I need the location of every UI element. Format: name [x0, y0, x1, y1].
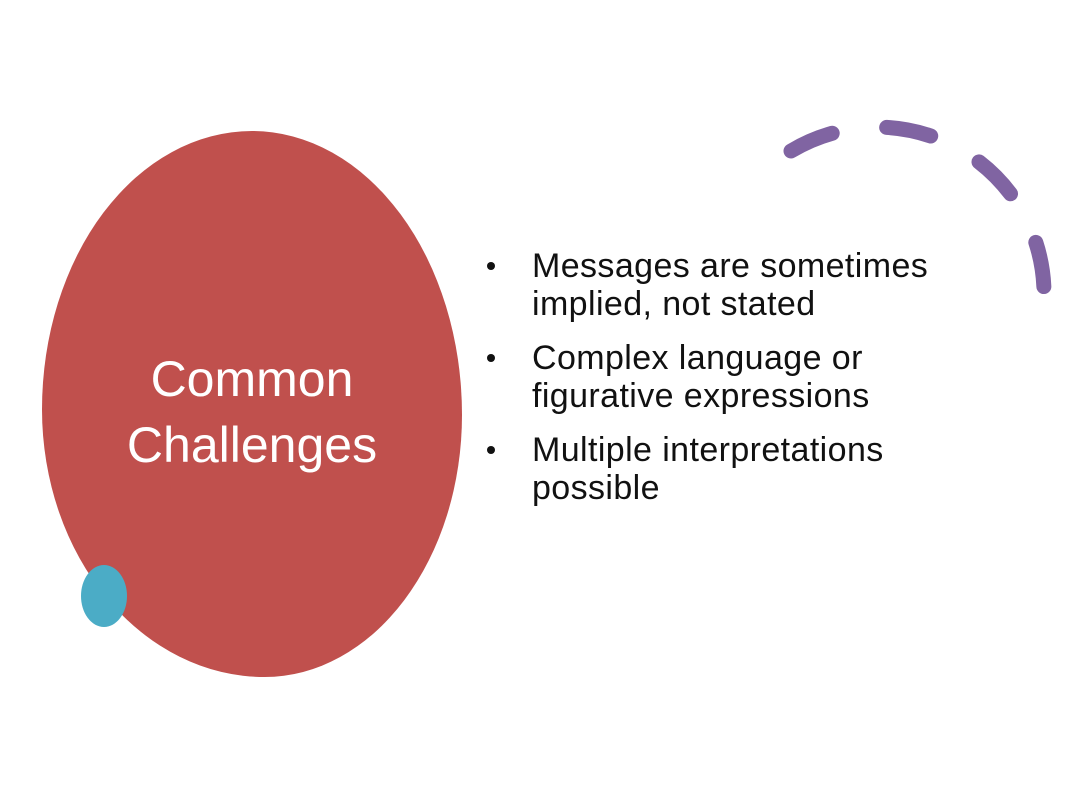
bullet-item-1: Messages are sometimes implied, not stat… — [487, 247, 957, 323]
bullet-text-2: Complex language or figurative expressio… — [532, 339, 870, 415]
bullet-dot-icon — [487, 446, 495, 454]
bullet-dot-icon — [487, 354, 495, 362]
bullet-3-line-2: possible — [532, 469, 660, 507]
bullet-item-3: Multiple interpretations possible — [487, 431, 957, 507]
bullet-1-line-2: implied, not stated — [532, 285, 816, 323]
bullet-3-line-1: Multiple interpretations — [532, 431, 884, 469]
slide-title-line-1: Common — [150, 351, 354, 407]
slide-title-line-2: Challenges — [126, 417, 378, 473]
bullet-dot-icon — [487, 262, 495, 270]
bullet-1-line-1: Messages are sometimes — [532, 247, 929, 285]
bullet-2-line-2: figurative expressions — [532, 377, 870, 415]
bullet-text-1: Messages are sometimes implied, not stat… — [532, 247, 928, 323]
bullet-item-2: Complex language or figurative expressio… — [487, 339, 957, 415]
bullet-list: Messages are sometimes implied, not stat… — [487, 247, 957, 507]
bullet-2-line-1: Complex language or — [532, 339, 863, 377]
bullet-text-3: Multiple interpretations possible — [532, 431, 884, 507]
accent-dot-shape — [81, 565, 127, 627]
slide-title: Common Challenges — [127, 346, 377, 478]
